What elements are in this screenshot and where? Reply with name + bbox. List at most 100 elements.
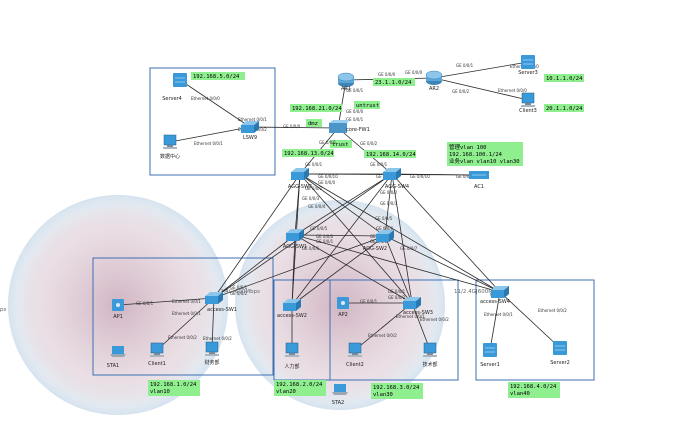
- device-ap1[interactable]: AP1: [112, 299, 124, 320]
- ac-icon[interactable]: [469, 171, 489, 179]
- device-server2[interactable]: Server2: [550, 341, 570, 366]
- subnet-label: 10.1.1.0/24: [546, 76, 583, 82]
- device-label: AP1: [113, 314, 123, 320]
- device-label: AR2: [429, 86, 439, 92]
- pc-icon[interactable]: [205, 341, 219, 356]
- device-label: LSW9: [243, 135, 257, 141]
- device-ac1[interactable]: AC1: [469, 171, 489, 190]
- subnet-label: 192.168.2.0/24: [276, 382, 323, 388]
- device-ar1[interactable]: AR1: [337, 72, 355, 92]
- device-client1[interactable]: Client1: [148, 342, 166, 367]
- device-label: AGG-SW1: [283, 244, 307, 250]
- switch-icon[interactable]: [286, 229, 304, 241]
- ap-icon[interactable]: [337, 297, 349, 309]
- device-label: 财务部: [204, 359, 219, 366]
- router-icon[interactable]: [425, 70, 443, 85]
- laptop-icon[interactable]: [332, 384, 348, 395]
- port-label: GE 0/0/0: [405, 70, 423, 75]
- device-lsw9[interactable]: LSW9: [241, 121, 259, 141]
- port-label: GE 0/0/0: [346, 109, 364, 114]
- ap-icon[interactable]: [112, 299, 124, 311]
- server-icon[interactable]: [173, 73, 187, 87]
- server-icon[interactable]: [553, 341, 567, 355]
- device-acc1[interactable]: access-SW1: [205, 292, 237, 313]
- port-label: GE 0/0/1: [305, 162, 323, 167]
- device-fw1[interactable]: core-FW1: [329, 120, 370, 133]
- device-acc3[interactable]: access-SW3: [403, 297, 433, 316]
- device-label: AGG-SW3: [288, 184, 312, 190]
- port-label: GE 0/0/1: [136, 301, 154, 306]
- pc-icon[interactable]: [423, 342, 437, 357]
- firewall-icon[interactable]: [329, 120, 350, 133]
- port-label: GE 0/0/2: [360, 141, 378, 146]
- port-label: GE 0/0/7: [400, 246, 418, 251]
- port-label: GE 0/0/1: [388, 289, 406, 294]
- client-icon[interactable]: [348, 342, 362, 357]
- switch-icon[interactable]: [383, 168, 401, 180]
- port-label: Ethernet 0/0/0: [191, 96, 220, 101]
- port-label: GE 0/0/0: [316, 234, 334, 239]
- port-label: GE 0/0/0: [456, 174, 474, 179]
- switch-icon[interactable]: [291, 168, 309, 180]
- port-label: GE 0/0/6: [376, 226, 394, 231]
- router-icon[interactable]: [337, 72, 355, 87]
- device-agg4[interactable]: AGG-SW4: [383, 168, 409, 190]
- device-server3[interactable]: Server3: [518, 55, 538, 76]
- wifi-labels: 2.4G|600Mbps 11/2.4G|600Mbps ps: [0, 289, 503, 313]
- device-hr[interactable]: 人力部: [284, 342, 300, 370]
- port-label: Ethernet 0/0/1: [484, 312, 513, 317]
- device-acc4[interactable]: access-SW4: [480, 286, 510, 305]
- port-label: GE 0/0/1: [319, 140, 337, 145]
- device-label: Client3: [519, 108, 537, 114]
- port-label: Ethernet 0/0/2: [368, 333, 397, 338]
- laptop-icon[interactable]: [110, 346, 126, 357]
- device-ar2[interactable]: AR2: [425, 70, 443, 92]
- device-client2[interactable]: Client2: [346, 342, 364, 368]
- port-label: GE 0/0/0: [378, 72, 396, 77]
- pc-icon[interactable]: [285, 342, 299, 357]
- client-icon[interactable]: [521, 92, 535, 107]
- device-sta1[interactable]: STA1: [107, 346, 126, 369]
- client-icon[interactable]: [150, 342, 164, 357]
- port-label: Ethernet 0/0/2: [538, 308, 567, 313]
- device-ap2[interactable]: AP2: [337, 297, 349, 318]
- device-agg2[interactable]: AGG-SW2: [363, 230, 394, 252]
- wifi-rate-label: 11/2.4G|600Mbps: [454, 289, 503, 295]
- server-icon[interactable]: [521, 55, 535, 69]
- mgmt-ip-label: 192.168.100.1/24: [449, 152, 503, 158]
- device-tech[interactable]: 技术部: [422, 342, 438, 368]
- device-sta2[interactable]: STA2: [332, 384, 348, 406]
- device-label: AGG-SW4: [385, 184, 409, 190]
- device-agg1[interactable]: AGG-SW1: [283, 229, 307, 250]
- device-server4[interactable]: Server4: [162, 73, 187, 102]
- pc-icon[interactable]: [163, 134, 177, 149]
- device-client3[interactable]: Client3: [519, 92, 537, 114]
- switch-icon[interactable]: [205, 292, 223, 304]
- subnet-label: 20.1.1.0/24: [546, 106, 583, 112]
- device-dc[interactable]: 数据中心: [160, 134, 180, 160]
- server-icon[interactable]: [483, 343, 497, 357]
- port-label: GE 0/0/1: [370, 162, 388, 167]
- switch-icon[interactable]: [403, 297, 421, 309]
- switch-icon[interactable]: [241, 121, 259, 133]
- vlan-label: vlan20: [276, 389, 296, 395]
- wifi-rate-label: 2.4G|600Mbps: [220, 289, 260, 295]
- switch-icon[interactable]: [283, 299, 301, 311]
- device-acc2[interactable]: access-SW2: [277, 299, 307, 319]
- port-label: GE 0/0/1: [346, 88, 364, 93]
- device-finance[interactable]: 财务部: [204, 341, 220, 366]
- device-label: access-SW1: [207, 307, 237, 313]
- device-label: Client1: [148, 361, 166, 367]
- device-server1[interactable]: Server1: [480, 343, 500, 368]
- port-label: GE 0/0/5: [310, 226, 328, 231]
- device-label: Server2: [550, 360, 570, 366]
- device-label: access-SW4: [480, 299, 510, 305]
- port-label: GE 0/0/0: [283, 124, 301, 129]
- device-agg3[interactable]: AGG-SW3: [288, 168, 312, 190]
- port-label: GE 0/0/6: [302, 246, 320, 251]
- switch-icon[interactable]: [491, 286, 509, 298]
- switch-icon[interactable]: [376, 230, 394, 242]
- device-label: Server4: [162, 96, 182, 102]
